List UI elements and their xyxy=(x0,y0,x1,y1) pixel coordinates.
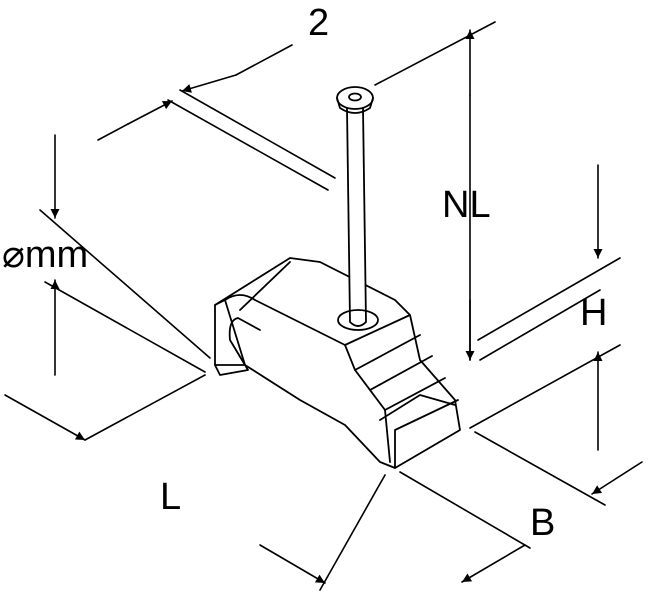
dimension-l xyxy=(4,374,206,441)
label-nail-spacing: 2 xyxy=(308,2,330,44)
dimension-nl xyxy=(374,21,601,361)
nail xyxy=(336,86,379,331)
label-height: H xyxy=(580,292,608,334)
label-nail-length: NL xyxy=(442,184,491,226)
dimension-2 xyxy=(97,44,336,191)
clip-body xyxy=(214,257,461,469)
label-width: B xyxy=(530,502,556,544)
dimension-h xyxy=(469,164,621,451)
label-diameter: ⌀mm xyxy=(2,234,89,276)
label-length: L xyxy=(160,476,182,518)
dimension-b xyxy=(259,431,643,591)
dimension-diameter xyxy=(39,134,211,376)
